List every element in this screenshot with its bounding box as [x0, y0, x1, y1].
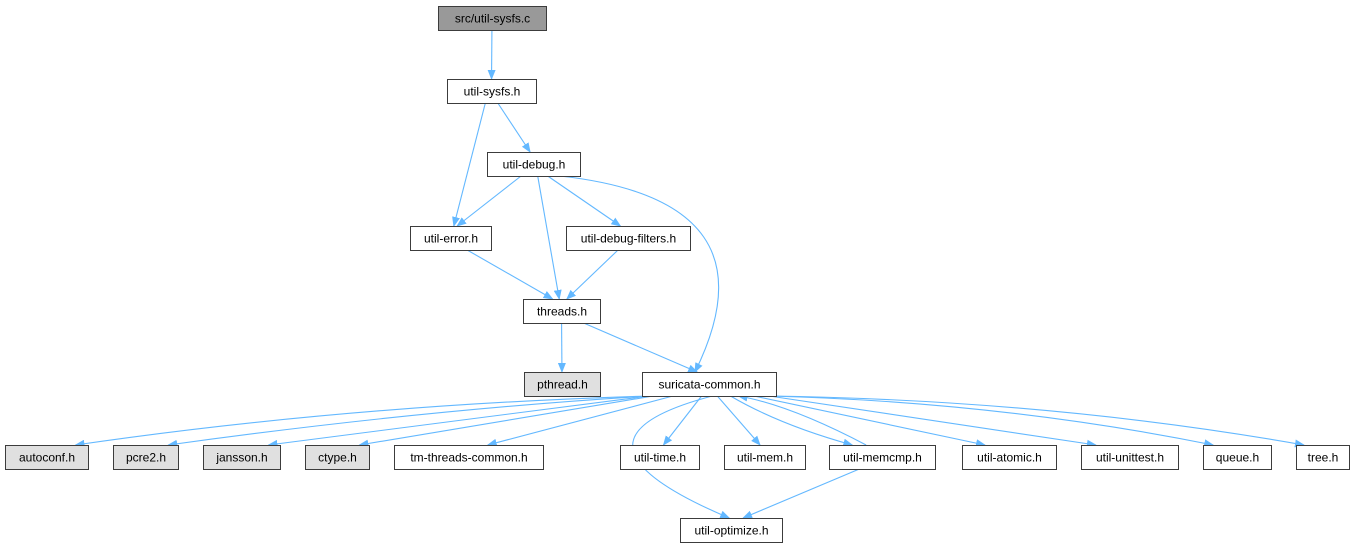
node-tm-threads-common-h[interactable]: tm-threads-common.h — [394, 445, 544, 470]
node-util-debug-h[interactable]: util-debug.h — [487, 152, 581, 177]
node-util-error-h[interactable]: util-error.h — [410, 226, 492, 251]
node-pcre2-h: pcre2.h — [113, 445, 179, 470]
node-label: autoconf.h — [19, 451, 75, 465]
node-box — [1203, 445, 1272, 470]
node-label: util-atomic.h — [977, 451, 1042, 465]
node-box — [523, 299, 601, 324]
edge-suricata-common-h-to-tm-threads-common-h — [486, 395, 674, 447]
node-box — [642, 372, 777, 397]
node-label: threads.h — [537, 305, 587, 319]
node-box — [962, 445, 1057, 470]
edge-suricata-common-h-to-tree-h — [769, 395, 1305, 448]
edge-util-debug-filters-h-to-threads-h — [566, 249, 619, 300]
node-label: queue.h — [1216, 451, 1259, 465]
node-box — [566, 226, 691, 251]
node-ctype-h: ctype.h — [305, 445, 370, 470]
node-label: pcre2.h — [126, 451, 166, 465]
node-box — [724, 445, 806, 470]
node-box — [1296, 445, 1350, 470]
edge-suricata-common-h-to-queue-h — [769, 395, 1215, 448]
node-label: tree.h — [1308, 451, 1339, 465]
nodes-layer: src/util-sysfs.c util-sysfs.h util-debug.h… — [5, 6, 1350, 543]
node-util-optimize-h[interactable]: util-optimize.h — [680, 518, 783, 543]
edge-util-debug-h-to-util-debug-filters-h — [547, 175, 622, 227]
node-label: util-sysfs.h — [464, 85, 521, 99]
node-util-sysfs-h[interactable]: util-sysfs.h — [447, 79, 537, 104]
node-src-util-sysfs-c[interactable]: src/util-sysfs.c — [438, 6, 547, 31]
node-label: tm-threads-common.h — [410, 451, 527, 465]
edge-suricata-common-h-to-util-mem-h — [716, 395, 761, 446]
node-label: src/util-sysfs.c — [455, 12, 530, 26]
edge-util-sysfs-h-to-util-debug-h — [497, 102, 531, 153]
node-jansson-h: jansson.h — [203, 445, 281, 470]
node-util-debug-filters-h[interactable]: util-debug-filters.h — [566, 226, 691, 251]
edge-util-memcmp-h-to-suricata-common-h — [737, 393, 867, 446]
node-util-memcmp-h[interactable]: util-memcmp.h — [829, 445, 936, 470]
edge-suricata-common-h-to-util-atomic-h — [753, 395, 986, 448]
node-label: util-memcmp.h — [843, 451, 922, 465]
edge-suricata-common-h-to-util-unittest-h — [769, 395, 1097, 448]
node-box — [620, 445, 700, 470]
node-tree-h[interactable]: tree.h — [1296, 445, 1350, 470]
node-label: util-unittest.h — [1096, 451, 1164, 465]
node-label: util-time.h — [634, 451, 686, 465]
node-suricata-common-h[interactable]: suricata-common.h — [642, 372, 777, 397]
node-util-time-h[interactable]: util-time.h — [620, 445, 700, 470]
node-box — [524, 372, 601, 397]
edge-util-error-h-to-threads-h — [466, 249, 554, 300]
node-box — [1081, 445, 1179, 470]
node-box — [487, 152, 581, 177]
node-box — [113, 445, 179, 470]
edge-suricata-common-h-to-util-memcmp-h — [730, 395, 854, 447]
node-util-mem-h[interactable]: util-mem.h — [724, 445, 806, 470]
node-label: pthread.h — [537, 378, 588, 392]
node-pthread-h: pthread.h — [524, 372, 601, 397]
node-label: util-optimize.h — [694, 524, 768, 538]
node-box — [438, 6, 547, 31]
node-label: util-debug-filters.h — [581, 232, 676, 246]
node-box — [394, 445, 544, 470]
node-autoconf-h: autoconf.h — [5, 445, 89, 470]
node-util-atomic-h[interactable]: util-atomic.h — [962, 445, 1057, 470]
node-box — [829, 445, 936, 470]
node-label: util-error.h — [424, 232, 478, 246]
edge-suricata-common-h-to-pcre2-h — [167, 395, 649, 448]
node-box — [410, 226, 492, 251]
node-label: jansson.h — [215, 451, 267, 465]
edge-util-debug-h-to-threads-h — [537, 175, 562, 300]
node-queue-h[interactable]: queue.h — [1203, 445, 1272, 470]
edge-threads-h-to-suricata-common-h — [583, 322, 699, 373]
node-threads-h[interactable]: threads.h — [523, 299, 601, 324]
node-box — [447, 79, 537, 104]
node-util-unittest-h[interactable]: util-unittest.h — [1081, 445, 1179, 470]
node-box — [203, 445, 281, 470]
node-box — [5, 445, 89, 470]
node-label: util-debug.h — [503, 158, 566, 172]
edge-suricata-common-h-to-autoconf-h — [74, 395, 649, 448]
edges-layer — [74, 29, 1305, 519]
node-label: suricata-common.h — [658, 378, 760, 392]
edge-suricata-common-h-to-ctype-h — [358, 395, 654, 448]
edge-suricata-common-h-to-jansson-h — [267, 395, 649, 448]
edge-util-debug-h-to-suricata-common-h — [559, 175, 720, 373]
edge-util-debug-h-to-util-error-h — [456, 175, 522, 227]
node-label: ctype.h — [318, 451, 357, 465]
node-box — [680, 518, 783, 543]
node-box — [305, 445, 370, 470]
edge-util-memcmp-h-to-util-optimize-h — [742, 468, 860, 519]
node-label: util-mem.h — [737, 451, 793, 465]
edge-suricata-common-h-to-util-time-h — [662, 395, 703, 446]
edge-util-sysfs-h-to-util-error-h — [452, 102, 486, 227]
